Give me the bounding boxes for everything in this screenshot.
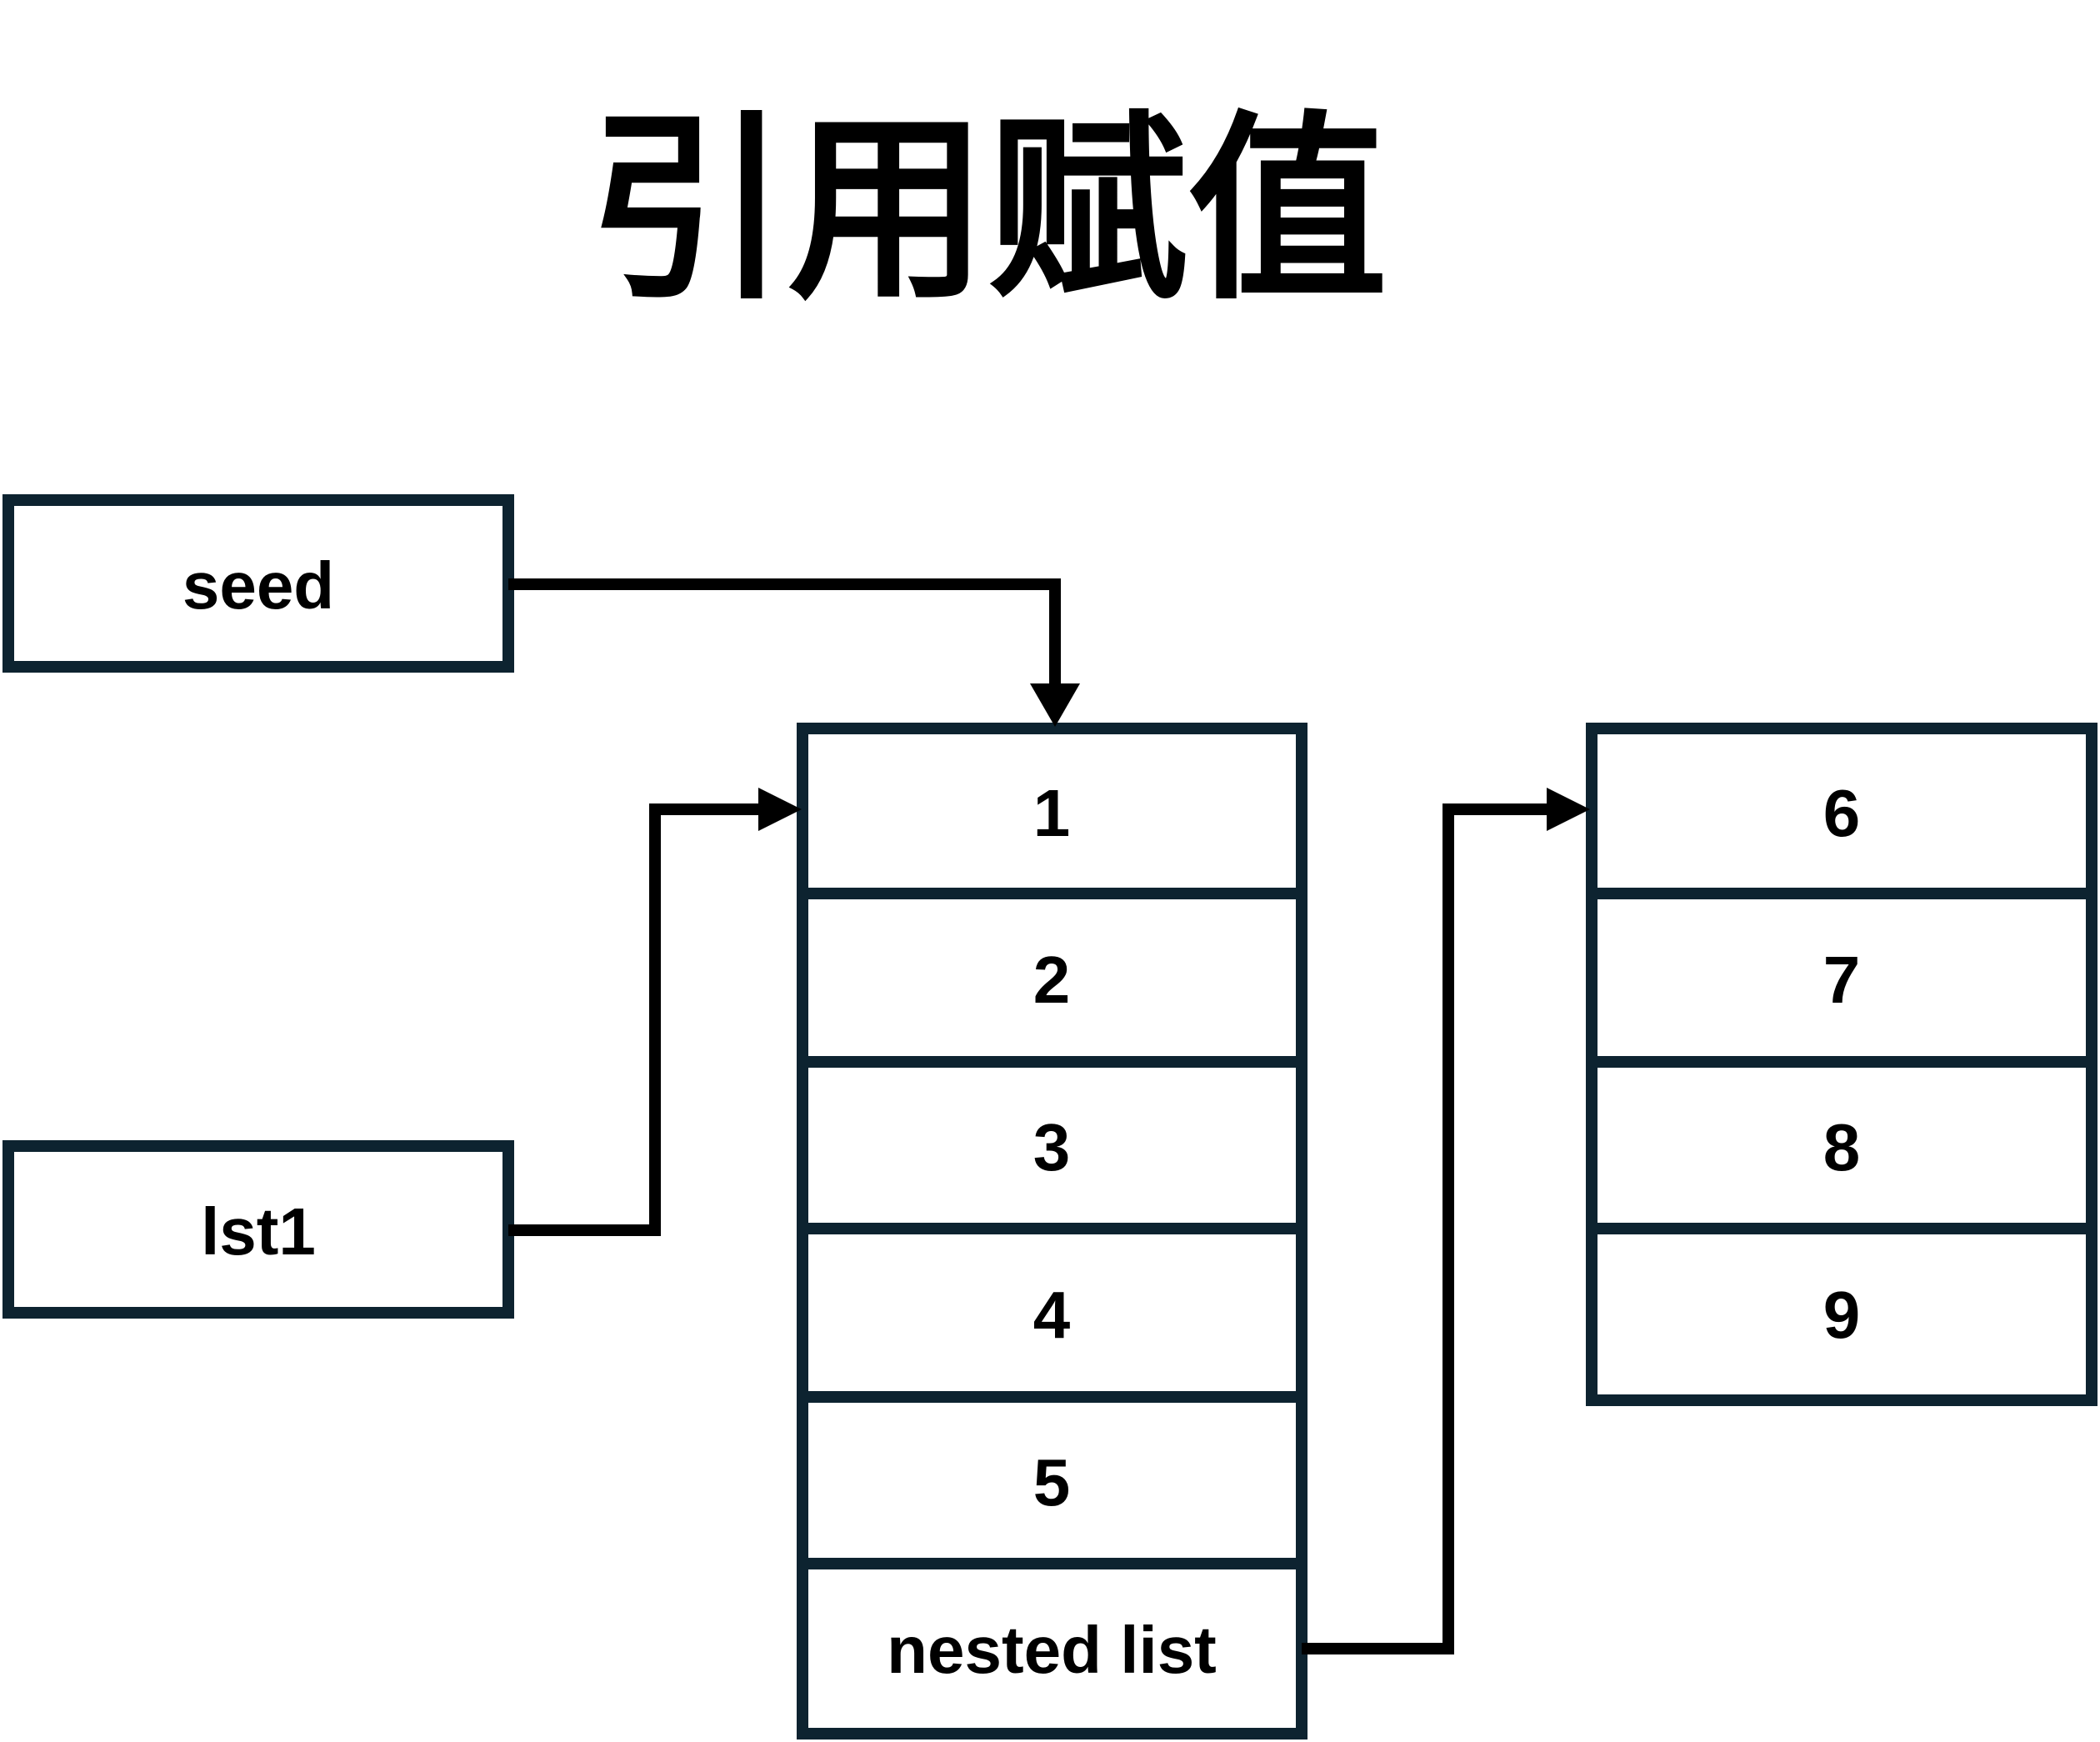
variable-label-seed: seed bbox=[182, 548, 334, 623]
variable-box-seed: seed bbox=[2, 494, 514, 673]
arrow-nested-to-inner-list bbox=[1302, 788, 1590, 1654]
arrow-lst1-to-list bbox=[508, 788, 802, 1236]
nested-list-item-9: 9 bbox=[1823, 1278, 1861, 1352]
variable-label-lst1: lst1 bbox=[201, 1194, 316, 1269]
nested-list: 6 7 8 9 bbox=[1586, 723, 2098, 1406]
outer-list: 1 2 3 4 5 nested list bbox=[797, 723, 1308, 1739]
outer-list-item-3: 3 bbox=[1033, 1110, 1071, 1184]
variable-box-lst1: lst1 bbox=[2, 1140, 514, 1319]
arrow-seed-to-list bbox=[508, 578, 1080, 727]
outer-list-item-5: 5 bbox=[1033, 1445, 1071, 1519]
nested-list-item-7: 7 bbox=[1823, 943, 1861, 1017]
outer-list-item-2: 2 bbox=[1033, 943, 1071, 1017]
nested-list-item-8: 8 bbox=[1823, 1110, 1861, 1184]
nested-list-item-6: 6 bbox=[1823, 776, 1861, 850]
outer-list-item-4: 4 bbox=[1033, 1278, 1071, 1352]
outer-list-item-1: 1 bbox=[1033, 776, 1071, 850]
diagram-title: 引用赋值 bbox=[588, 92, 1388, 327]
outer-list-item-nested: nested list bbox=[887, 1613, 1217, 1687]
